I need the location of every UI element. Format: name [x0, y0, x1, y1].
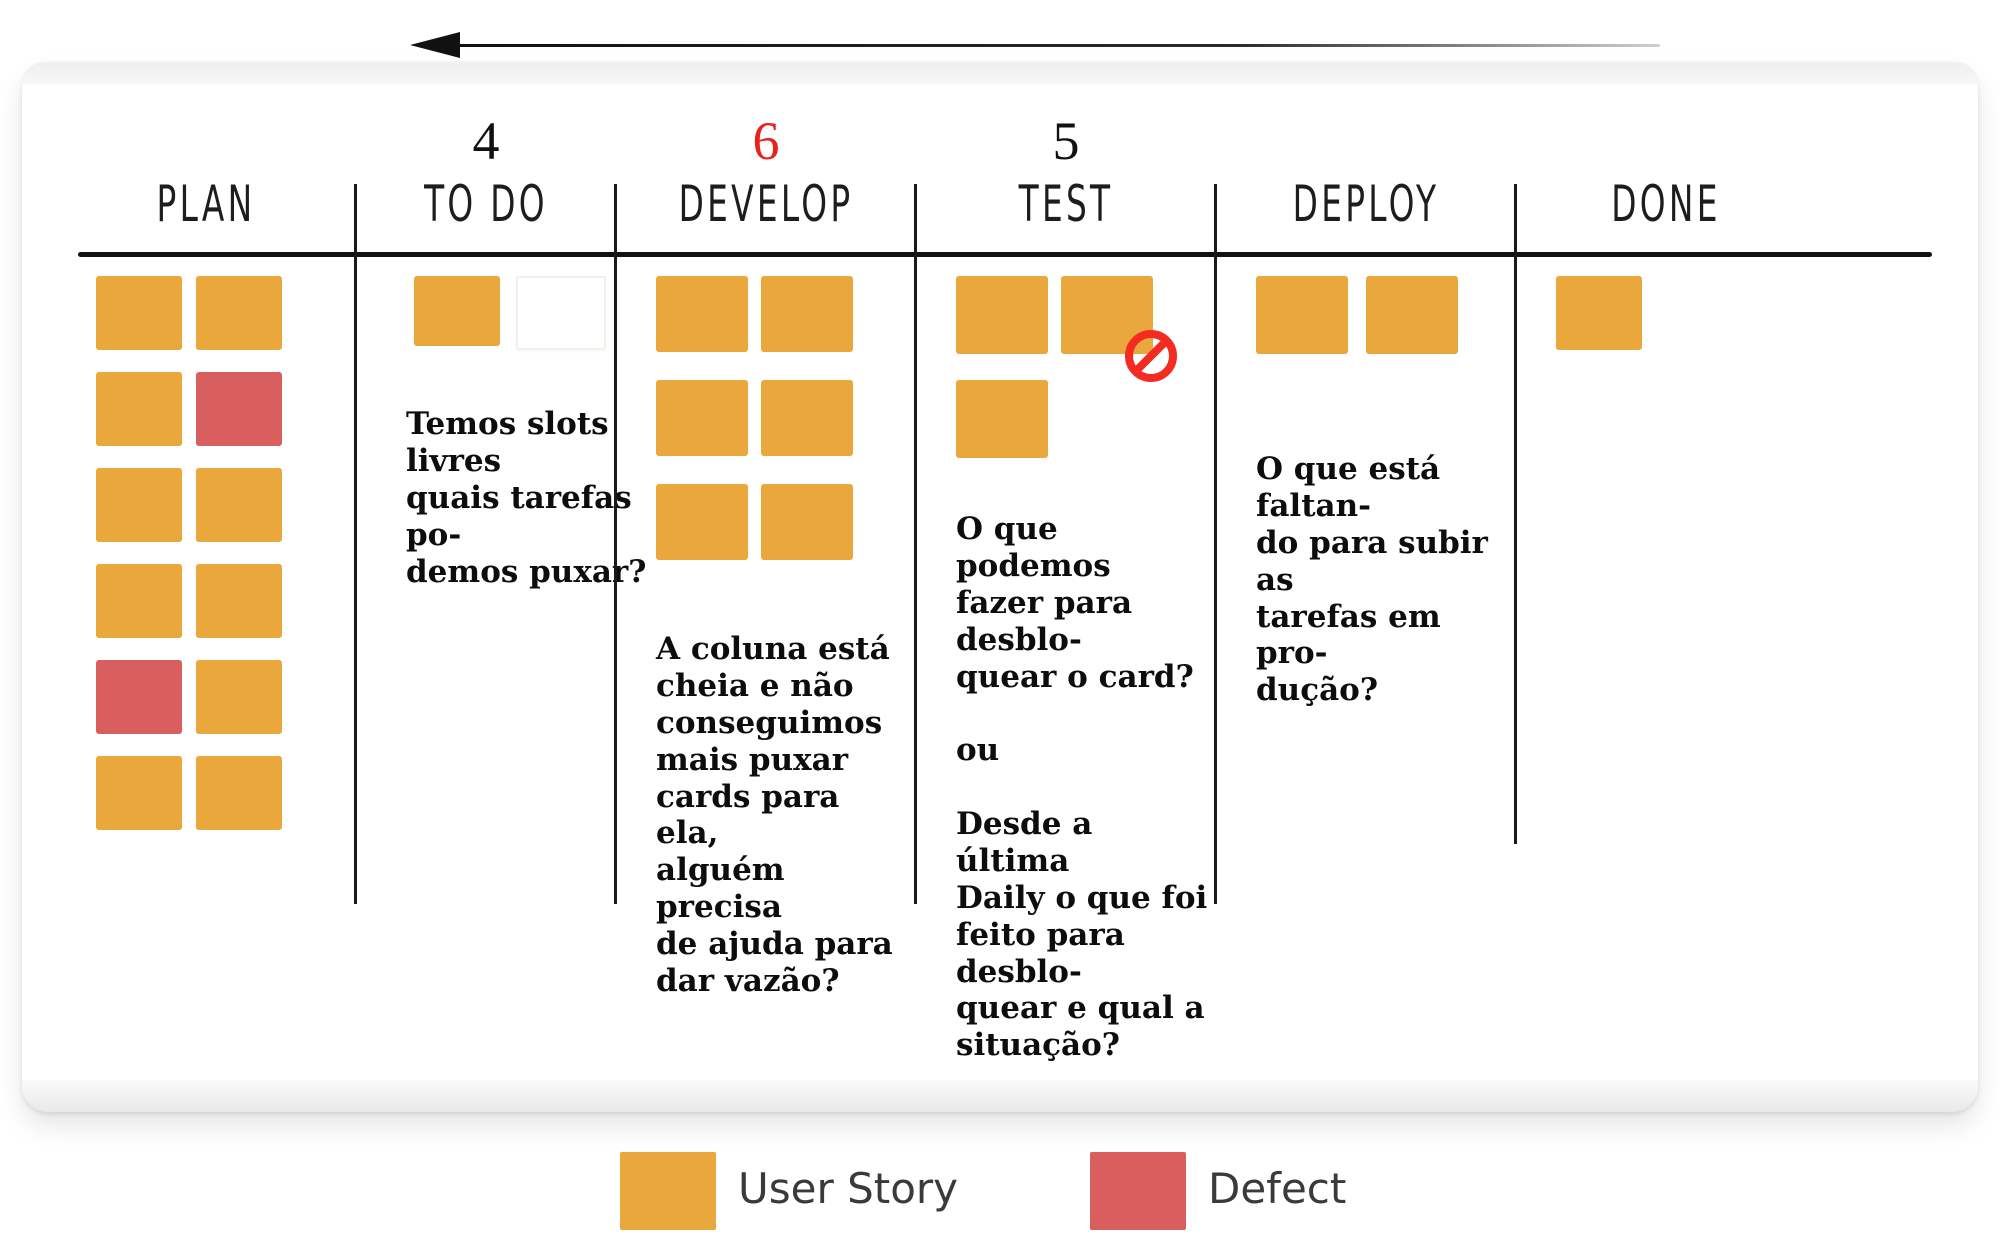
column-title-develop: DEVELOP [678, 176, 854, 234]
card-user-story[interactable] [956, 276, 1048, 354]
wip-limit-todo: 4 [472, 111, 500, 171]
column-divider-todo [354, 184, 357, 904]
column-title-test: TEST [1018, 176, 1114, 234]
card-user-story[interactable] [96, 276, 182, 350]
card-defect[interactable] [196, 372, 282, 446]
card-user-story[interactable] [414, 276, 500, 346]
legend: User Story Defect [0, 1148, 2000, 1248]
wip-limit-test: 5 [1052, 111, 1080, 171]
card-user-story[interactable] [1366, 276, 1458, 354]
card-user-story[interactable] [96, 564, 182, 638]
arrow-head-icon [410, 32, 460, 58]
card-user-story[interactable] [761, 484, 853, 560]
card-user-story[interactable] [196, 276, 282, 350]
card-defect[interactable] [96, 660, 182, 734]
column-title-done: DONE [1611, 176, 1721, 234]
wip-limit-develop: 6 [752, 111, 780, 171]
defect-swatch [1090, 1152, 1186, 1230]
card-user-story[interactable] [761, 380, 853, 456]
card-user-story[interactable] [1256, 276, 1348, 354]
pull-left-arrow-icon [410, 28, 1660, 62]
blocked-ring [1125, 330, 1177, 382]
arrow-shaft [454, 44, 1660, 47]
column-note-todo: Temos slots livres quais tarefas po- dem… [406, 406, 647, 590]
header-underline [78, 252, 1932, 257]
column-note-test: O que podemos fazer para desblo- quear o… [956, 511, 1208, 1064]
column-note-develop: A coluna está cheia e não conseguimos ma… [656, 631, 893, 999]
card-user-story[interactable] [761, 276, 853, 352]
column-done[interactable]: DONE [1516, 86, 1816, 1086]
user-story-swatch [620, 1152, 716, 1230]
column-title-todo: TO DO [424, 176, 548, 234]
card-user-story[interactable] [1556, 276, 1642, 350]
card-user-story[interactable] [656, 380, 748, 456]
card-user-story[interactable] [196, 468, 282, 542]
column-deploy[interactable]: DEPLOY O que está faltan- do para subir a… [1216, 86, 1516, 1086]
card-user-story[interactable] [196, 756, 282, 830]
card-user-story[interactable] [96, 468, 182, 542]
column-note-deploy: O que está faltan- do para subir as tare… [1256, 451, 1488, 709]
legend-label: Defect [1208, 1164, 1347, 1213]
card-user-story[interactable] [956, 380, 1048, 458]
card-user-story[interactable] [96, 756, 182, 830]
card-user-story[interactable] [196, 564, 282, 638]
column-divider-done [1514, 184, 1517, 844]
card-user-story[interactable] [656, 484, 748, 560]
column-divider-deploy [1214, 184, 1217, 904]
column-divider-develop [614, 184, 617, 904]
column-title-plan: PLAN [156, 176, 256, 234]
legend-label: User Story [738, 1164, 959, 1213]
card-user-story[interactable] [196, 660, 282, 734]
card-user-story[interactable] [96, 372, 182, 446]
empty-card-slot[interactable] [516, 276, 606, 350]
column-divider-test [914, 184, 917, 904]
blocked-icon[interactable] [1125, 330, 1177, 382]
column-plan[interactable]: PLAN [56, 86, 356, 1086]
card-user-story[interactable] [656, 276, 748, 352]
column-title-deploy: DEPLOY [1292, 176, 1440, 234]
